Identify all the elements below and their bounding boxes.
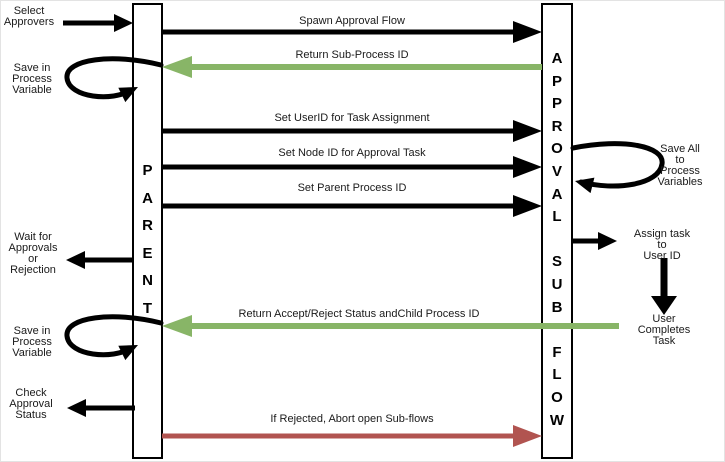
loop-save-all-process-variables: [570, 141, 665, 194]
arrow-spawn-approval-flow: [162, 21, 542, 43]
arrow-user-completes-task-down: [651, 258, 677, 315]
arrow-set-parent-process-id: [162, 195, 542, 217]
message-label-abort-subflows: If Rejected, Abort open Sub-flows: [270, 413, 434, 425]
message-label-set-userid: Set UserID for Task Assignment: [274, 112, 430, 124]
note-wait-for-approvals: Wait for Approvals or Rejection: [8, 231, 58, 276]
note-save-in-process-variable-2: Save in Process Variable: [12, 325, 52, 359]
parent-lifeline-bar: [132, 3, 163, 459]
arrow-return-accept-reject-status: [162, 315, 619, 337]
approval-subflow-lifeline-label: A P P R O V A L S U B F L O W: [549, 50, 565, 429]
note-save-in-process-variable-1: Save in Process Variable: [12, 62, 52, 96]
arrow-abort-subflows: [162, 425, 542, 447]
arrow-assign-task-to-user: [573, 232, 617, 250]
message-label-spawn-approval-flow: Spawn Approval Flow: [299, 15, 405, 27]
arrow-set-userid: [162, 120, 542, 142]
arrow-return-subprocess-id: [162, 56, 542, 78]
message-label-return-accept-reject-status: Return Accept/Reject Status andChild Pro…: [238, 308, 480, 320]
note-check-approval-status: Check Approval Status: [9, 387, 53, 421]
approval-subflow-lifeline-bar: [541, 3, 573, 459]
loop-save-process-variable-1: [64, 56, 164, 103]
loop-save-process-variable-2: [64, 314, 164, 361]
message-label-set-node-id: Set Node ID for Approval Task: [278, 147, 426, 159]
note-select-approvers: Select Approvers: [3, 5, 55, 28]
arrow-set-node-id: [162, 156, 542, 178]
message-label-set-parent-process-id: Set Parent Process ID: [297, 182, 407, 194]
note-assign-task-to-user-id: Assign task to User ID: [633, 228, 691, 262]
arrow-select-approvers: [63, 14, 133, 32]
arrow-check-approval-status: [67, 399, 135, 417]
message-label-return-subprocess-id: Return Sub-Process ID: [295, 49, 409, 61]
arrow-wait-for-approvals: [66, 251, 134, 269]
parent-lifeline-label: P A R E N T: [142, 162, 153, 317]
note-save-all-to-process-variables: Save All to Process Variables: [657, 143, 703, 188]
note-user-completes-task: User Completes Task: [637, 313, 691, 347]
